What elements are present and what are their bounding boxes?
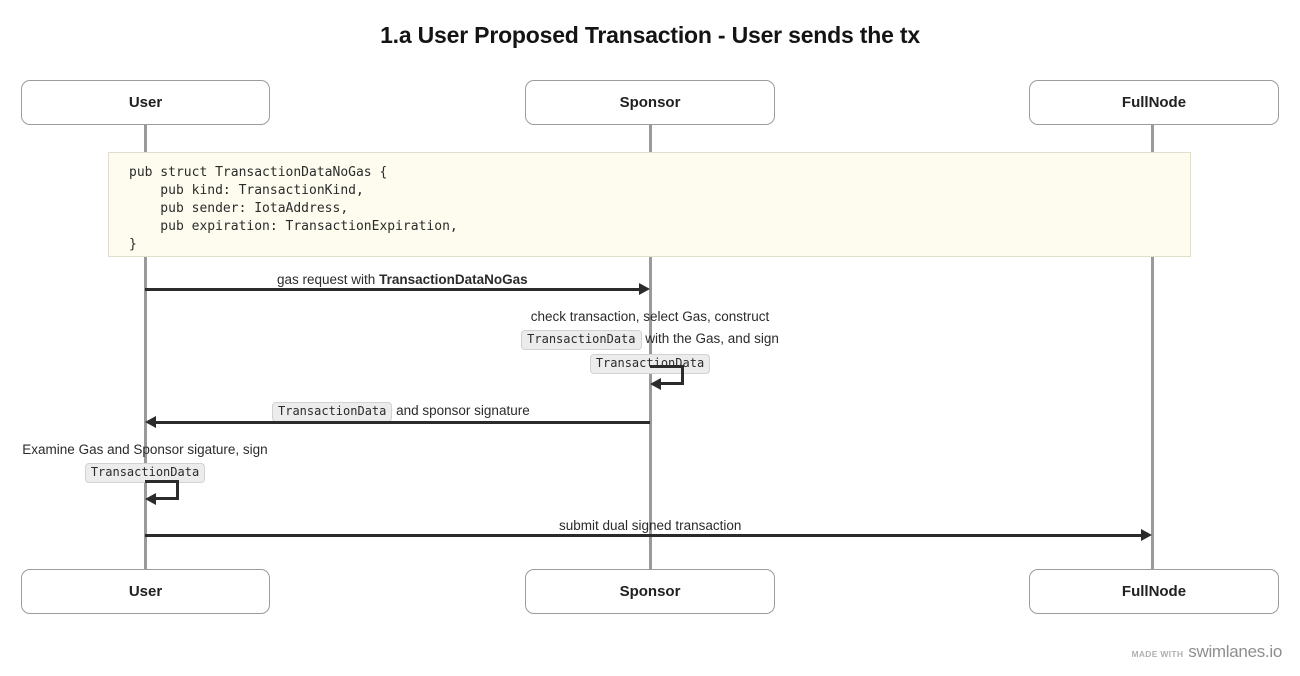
self-loop-top-segment xyxy=(145,480,179,483)
participant-label: Sponsor xyxy=(619,583,681,600)
participant-sponsor-top[interactable]: Sponsor xyxy=(525,80,775,125)
self-loop-user xyxy=(145,480,181,505)
participant-sponsor-bottom[interactable]: Sponsor xyxy=(525,569,775,614)
participant-label: Sponsor xyxy=(619,94,681,111)
self-loop-top-segment xyxy=(650,365,684,368)
self-loop-sponsor xyxy=(650,365,686,390)
message-line-transaction-data-return xyxy=(156,421,650,424)
self-loop-bottom-segment xyxy=(156,497,179,500)
message-line-gas-request xyxy=(145,288,641,291)
message-label-submit-dual-signed: submit dual signed transaction xyxy=(559,516,741,535)
message-label-user-self: Examine Gas and Sponsor sigature, sign T… xyxy=(0,440,345,483)
message-label-plain: submit dual signed transaction xyxy=(559,518,742,533)
arrowhead-sponsor-self xyxy=(650,378,661,390)
participant-fullnode-bottom[interactable]: FullNode xyxy=(1029,569,1279,614)
watermark-brand: swimlanes.io xyxy=(1188,642,1282,661)
message-line-submit-dual-signed xyxy=(145,534,1143,537)
participant-label: User xyxy=(128,94,163,111)
lifeline-user xyxy=(144,124,147,569)
arrowhead-submit-dual-signed xyxy=(1141,529,1152,541)
participant-fullnode-top[interactable]: FullNode xyxy=(1029,80,1279,125)
code-chip-transaction-data: TransactionData xyxy=(272,402,393,422)
code-note-text: pub struct TransactionDataNoGas { pub ki… xyxy=(129,165,458,252)
participant-user-top[interactable]: User xyxy=(21,80,270,125)
sponsor-self-line-1: check transaction, select Gas, construct xyxy=(530,309,770,324)
message-label-gas-request: gas request with TransactionDataNoGas xyxy=(277,270,528,289)
sponsor-self-line-2: TransactionData with the Gas, and sign xyxy=(450,329,850,350)
message-label-transaction-data-return: TransactionData and sponsor signature xyxy=(272,401,530,422)
self-loop-right-segment xyxy=(176,480,179,500)
page-title: 1.a User Proposed Transaction - User sen… xyxy=(380,22,920,48)
code-note-transaction-data-no-gas: pub struct TransactionDataNoGas { pub ki… xyxy=(108,152,1191,257)
watermark[interactable]: Made with swimlanes.io xyxy=(1131,642,1282,662)
participant-label: User xyxy=(128,583,163,600)
arrowhead-user-self xyxy=(145,493,156,505)
arrowhead-transaction-data-return xyxy=(145,416,156,428)
code-chip-transaction-data: TransactionData xyxy=(521,330,642,350)
user-self-line-1: Examine Gas and Sponsor sigature, sign xyxy=(22,442,268,457)
watermark-made-with: Made with xyxy=(1131,649,1184,659)
message-label-bold: TransactionDataNoGas xyxy=(379,272,528,287)
arrowhead-gas-request xyxy=(639,283,650,295)
sponsor-self-line-2-text: with the Gas, and sign xyxy=(641,331,779,346)
participant-user-bottom[interactable]: User xyxy=(21,569,270,614)
message-label-text: and sponsor signature xyxy=(392,403,530,418)
lifeline-fullnode xyxy=(1151,124,1154,569)
message-label-plain: gas request with xyxy=(277,272,380,287)
message-label-sponsor-self: check transaction, select Gas, construct… xyxy=(450,307,850,374)
participant-label: FullNode xyxy=(1121,583,1187,600)
lifeline-sponsor xyxy=(649,124,652,569)
participant-label: FullNode xyxy=(1121,94,1187,111)
self-loop-right-segment xyxy=(681,365,684,385)
self-loop-bottom-segment xyxy=(661,382,684,385)
